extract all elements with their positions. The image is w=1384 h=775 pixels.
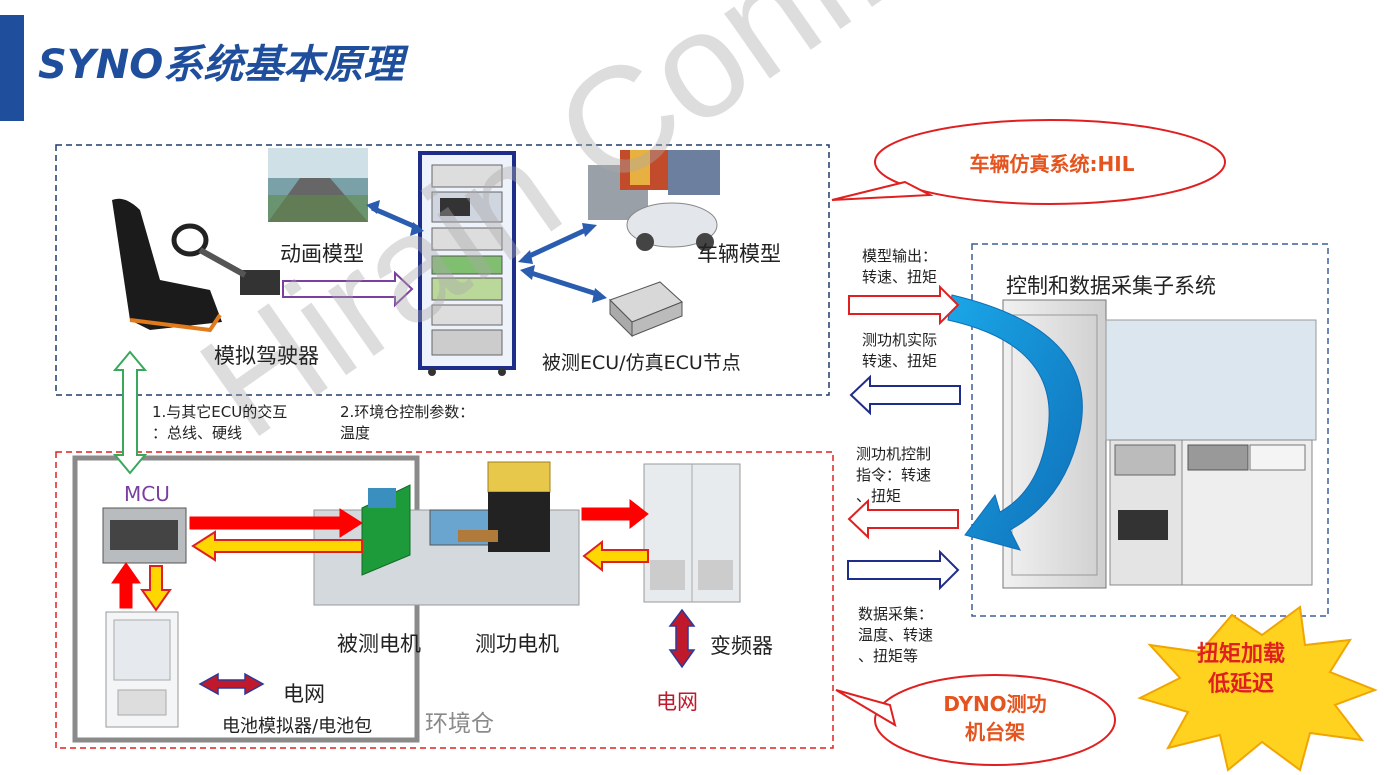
control-subsystem-title: 控制和数据采集子系统 <box>1006 274 1216 298</box>
arrow-bench-inverter <box>581 498 649 530</box>
animation-model-label: 动画模型 <box>280 242 364 266</box>
dyno-command-label: 测功机控制 指令：转速 、扭矩 <box>856 445 932 505</box>
hil-cabinet <box>418 151 516 376</box>
page-title: SYNO系统基本原理 <box>38 42 404 88</box>
arrow-mcu-bench <box>189 508 363 538</box>
model-output-label: 模型输出： 转速、扭矩 <box>862 247 938 286</box>
title-accent-bar <box>0 15 24 121</box>
actual-feedback-label: 测功机实际 转速、扭矩 <box>862 331 938 370</box>
control-loop-arrow <box>947 294 1083 551</box>
dut-motor-label: 被测电机 <box>337 632 421 656</box>
env-params-note: 2.环境仓控制参数： 温度 <box>340 403 475 442</box>
battery-simulator <box>105 611 179 728</box>
vehicle-model-label: 车辆模型 <box>697 242 781 266</box>
env-chamber-label: 环境仓 <box>425 711 494 737</box>
inverter-cabinet <box>643 463 741 603</box>
dyno-motor-label: 测功电机 <box>475 632 559 656</box>
test-bench <box>313 461 580 606</box>
ecu-interaction-note: 1.与其它ECU的交互 ：总线、硬线 <box>152 403 288 442</box>
arrow-data-acq <box>847 549 960 591</box>
dyno-callout-text: DYNO测功 机台架 <box>943 692 1047 744</box>
mcu-image <box>102 507 187 564</box>
driving-simulator-label: 模拟驾驶器 <box>214 344 319 368</box>
arrow-dyno-command <box>847 498 959 540</box>
dyno-callout-ellipse <box>874 674 1116 766</box>
arrow-battery-grid <box>198 672 265 696</box>
arrow-battery-mcu <box>111 562 141 609</box>
arrow-hil-ecu <box>520 265 607 303</box>
control-cabinet <box>1002 299 1317 589</box>
control-boundary <box>971 243 1329 617</box>
arrow-model-output <box>848 284 960 326</box>
arrow-inverter-grid <box>668 608 696 669</box>
arrow-bench-mcu <box>191 530 363 562</box>
hil-boundary <box>55 144 830 396</box>
arrow-inverter-bench <box>582 539 649 573</box>
driving-simulator <box>112 198 280 333</box>
battery-label: 电池模拟器/电池包 <box>222 716 373 737</box>
arrow-driver-hil <box>282 270 414 308</box>
arrow-anim-hil <box>366 200 424 236</box>
arrow-hil-dyno <box>112 350 148 475</box>
dyno-boundary <box>55 451 834 749</box>
animation-screen <box>268 148 368 222</box>
hil-callout-ellipse <box>874 119 1226 205</box>
ecu-node-label: 被测ECU/仿真ECU节点 <box>542 352 741 374</box>
dyno-callout-tail <box>835 689 897 728</box>
arrow-mcu-battery <box>140 565 172 612</box>
ecu-image <box>609 281 683 338</box>
vehicle-model-images <box>588 150 720 251</box>
inverter-label: 变频器 <box>710 634 773 658</box>
hil-callout-text: 车辆仿真系统:HIL <box>969 152 1135 176</box>
battery-grid-label: 电网 <box>283 682 325 706</box>
torque-burst-text: 扭矩加载 低延迟 <box>1196 642 1285 697</box>
torque-burst <box>1137 605 1378 772</box>
arrow-actual-feedback <box>849 374 961 416</box>
data-acquisition-label: 数据采集： 温度、转速 、扭矩等 <box>858 605 934 665</box>
hil-callout-tail <box>831 180 934 201</box>
arrow-hil-vehicle <box>518 223 597 264</box>
inverter-grid-label: 电网 <box>656 690 698 714</box>
mcu-label: MCU <box>124 482 170 506</box>
